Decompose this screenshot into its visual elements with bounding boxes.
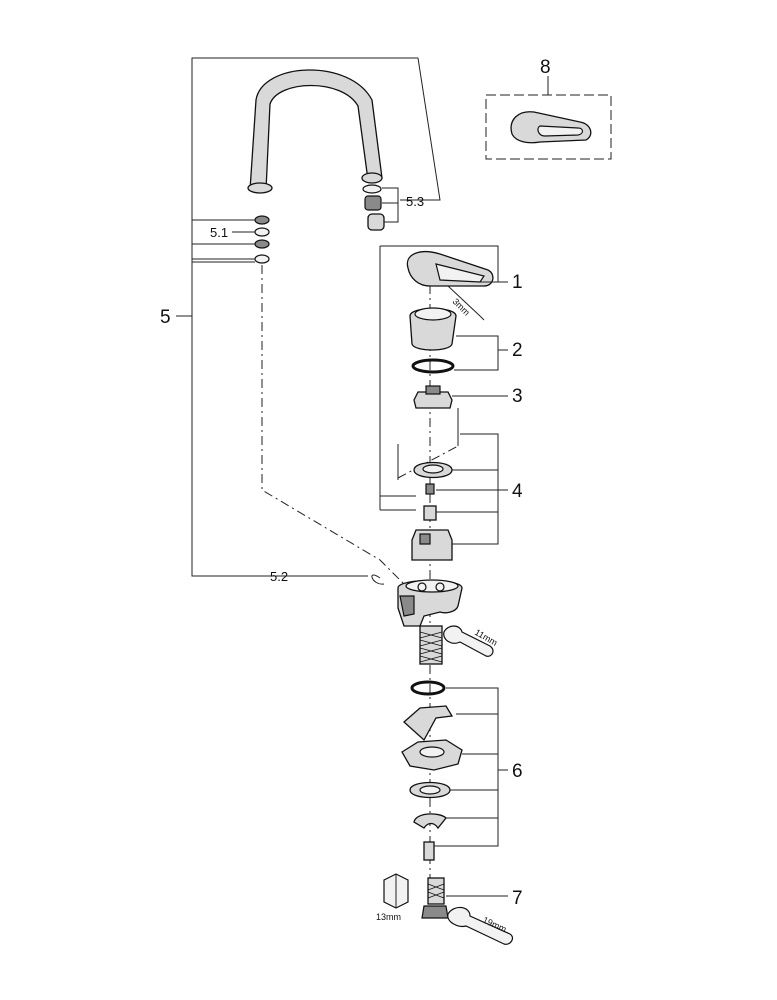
hose [427, 877, 445, 905]
label-3: 3 [512, 386, 523, 407]
label-5-3: 5.3 [406, 194, 424, 209]
cartridge-stack: 3mm 1 2 3 4 [379, 245, 523, 880]
horseshoe-clip [413, 813, 447, 830]
half-washer [403, 705, 454, 742]
label-7: 7 [512, 888, 523, 909]
label-5-1: 5.1 [210, 225, 228, 240]
aerator-5-3 [364, 195, 382, 211]
wrench-19mm [447, 906, 514, 945]
label-4: 4 [512, 481, 523, 502]
adapter [413, 391, 453, 409]
threaded-shank [419, 625, 443, 665]
o-ring-2 [411, 358, 455, 374]
tap-body: 11mm [371, 574, 499, 665]
aerator-housing-5-3 [367, 213, 385, 231]
label-8: 8 [540, 57, 551, 78]
ring-5-1c [254, 239, 270, 249]
spindle [423, 505, 437, 521]
cartridge [411, 529, 453, 561]
ring-5-1b [254, 227, 270, 237]
hose-nut [421, 905, 449, 919]
label-6: 6 [512, 761, 523, 782]
spout-assembly: 5 5.1 5.2 5.3 [160, 57, 441, 589]
hose-assembly: 13mm 19mm 7 [376, 873, 523, 945]
label-5: 5 [160, 307, 171, 328]
label-1: 1 [512, 272, 523, 293]
label-2: 2 [512, 340, 523, 361]
ring-5-1d [254, 254, 270, 264]
mounting-set: 6 [401, 680, 523, 861]
o-ring-6 [410, 680, 446, 696]
wrench-11mm [443, 625, 494, 657]
ring-5-1a [254, 215, 270, 225]
part-8-inset: 8 [485, 57, 612, 160]
stud [423, 841, 435, 861]
clip-5-2 [371, 574, 385, 585]
socket-13mm-size: 13mm [376, 912, 401, 922]
spout [249, 69, 383, 191]
screw [425, 483, 435, 495]
washer-5-3 [362, 184, 382, 194]
label-5-2: 5.2 [270, 569, 288, 584]
